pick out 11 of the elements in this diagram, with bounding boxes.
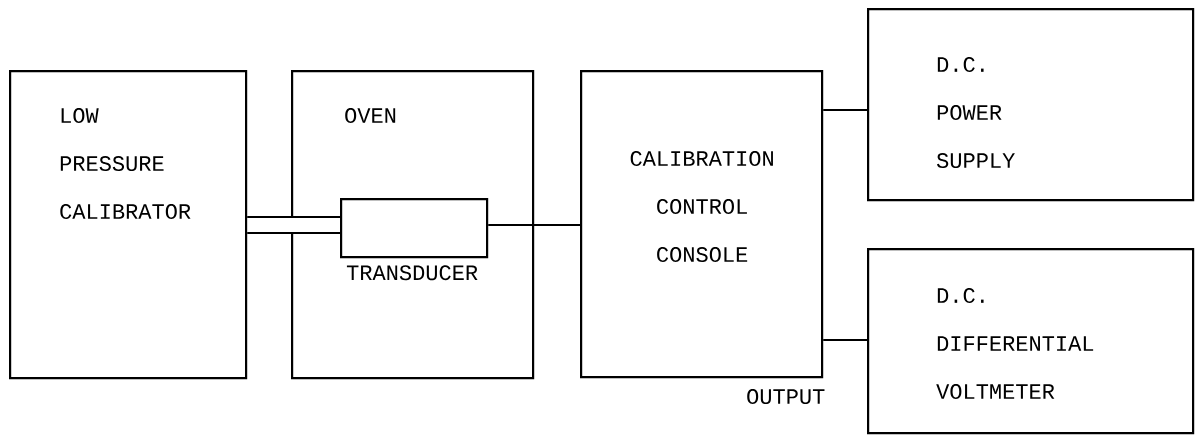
double-line: [247, 216, 340, 234]
output-label: OUTPUT: [747, 389, 825, 405]
connector-line: [823, 108, 867, 112]
connector-line: [488, 223, 580, 227]
connector-line: [823, 338, 867, 342]
block-box: LOW PRESSURE CALIBRATOR: [9, 70, 248, 380]
block-box: CALIBRATION CONTROL CONSOLE: [580, 70, 824, 379]
transducer-box: TRANSDUCER: [340, 198, 489, 281]
node-label: TRANSDUCER: [346, 265, 478, 281]
block-box: D.C. POWER SUPPLY: [867, 8, 1195, 202]
block-box: D.C. DIFFERENTIAL VOLTMETER: [867, 248, 1195, 435]
